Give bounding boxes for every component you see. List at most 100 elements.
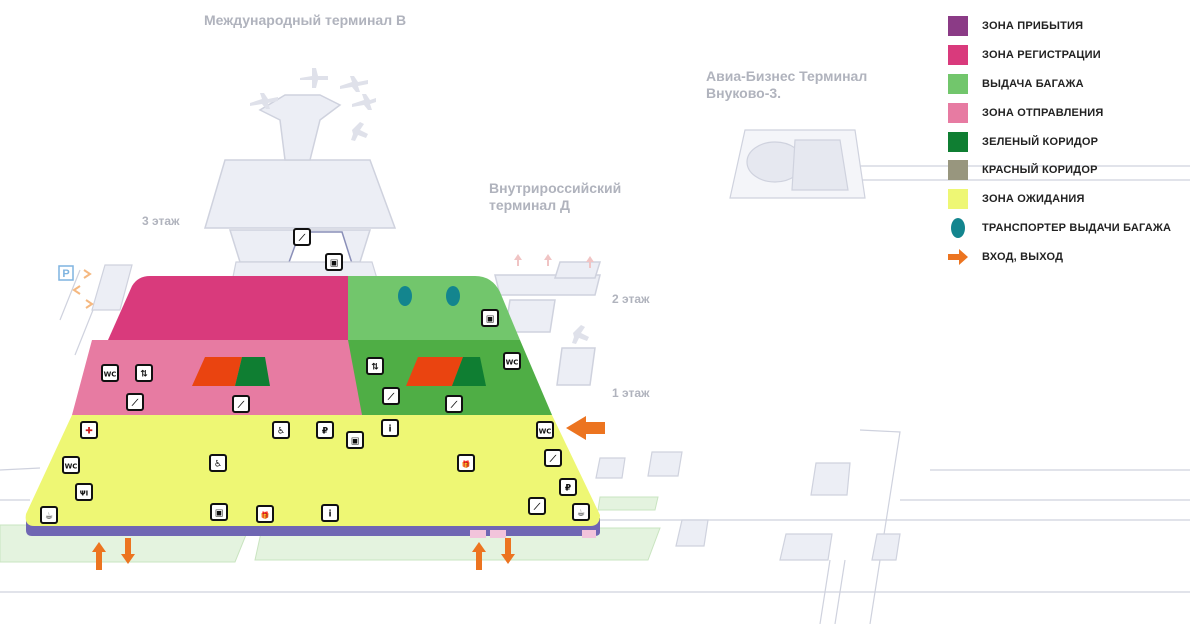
planes-gray-d	[572, 325, 589, 344]
mother-child-icon[interactable]: ♿	[272, 421, 290, 439]
svg-text:⟋: ⟋	[533, 502, 541, 513]
legend-item-waiting: ЗОНА ОЖИДАНИЯ	[948, 185, 1188, 214]
mother-child-icon[interactable]: ♿	[209, 454, 227, 472]
label-floor-1: 1 этаж	[612, 386, 650, 400]
escalator-icon[interactable]: ⟋	[445, 395, 463, 413]
svg-text:♿: ♿	[214, 460, 222, 470]
label-terminal-b: Международный терминал В	[204, 12, 407, 28]
escalator-icon[interactable]: ⟋	[544, 449, 562, 467]
svg-text:WC: WC	[65, 463, 78, 471]
planes-terminal-b	[250, 68, 376, 141]
parking-blocks	[595, 451, 901, 561]
business-terminal-building	[729, 129, 1190, 199]
baggage-storage-icon[interactable]: ▣	[325, 253, 343, 271]
svg-text:▣: ▣	[330, 259, 339, 269]
legend-swatch-green	[948, 131, 968, 152]
baggage-storage-icon[interactable]: ▣	[210, 503, 228, 521]
svg-text:⟋: ⟋	[387, 392, 395, 403]
svg-text:⟋: ⟋	[131, 398, 139, 409]
label-business-terminal: Авиа-Бизнес Терминал Внуково-3.	[706, 68, 868, 101]
svg-text:♿: ♿	[277, 427, 285, 437]
legend-label: ВХОД, ВЫХОД	[982, 250, 1064, 263]
legend-label: ЗОНА ПРИБЫТИЯ	[982, 20, 1084, 33]
atm-icon[interactable]: ₽	[559, 478, 577, 496]
zone-baggage[interactable]	[348, 276, 520, 340]
svg-text:⇅: ⇅	[371, 363, 379, 373]
customs-corridor-right[interactable]	[406, 357, 486, 386]
escalator-icon[interactable]: ⟋	[293, 228, 311, 246]
legend-label: ВЫДАЧА БАГАЖА	[982, 77, 1084, 90]
legend-label: КРАСНЫЙ КОРИДОР	[982, 164, 1098, 177]
legend-swatch-baggage	[948, 73, 968, 94]
customs-corridor-left[interactable]	[192, 357, 270, 386]
legend-swatch-waiting	[948, 189, 968, 210]
svg-text:▣: ▣	[351, 437, 360, 447]
escalator-icon[interactable]: ⟋	[528, 497, 546, 515]
svg-text:P: P	[62, 268, 69, 280]
svg-text:🎁: 🎁	[462, 460, 471, 469]
svg-text:⇅: ⇅	[140, 370, 148, 380]
wc-icon[interactable]: WC	[503, 352, 521, 370]
exit-arrow-2	[501, 538, 515, 564]
label-floor-3: 3 этаж	[142, 214, 180, 228]
legend-item-red: КРАСНЫЙ КОРИДОР	[948, 156, 1188, 185]
marker	[470, 530, 486, 538]
atm-icon[interactable]: ₽	[316, 421, 334, 439]
svg-text:ΨΙ: ΨΙ	[80, 490, 89, 498]
marker	[582, 530, 596, 538]
svg-text:₽: ₽	[322, 427, 328, 437]
gift-shop-icon[interactable]: 🎁	[457, 454, 475, 472]
legend-item-baggage: ВЫДАЧА БАГАЖА	[948, 70, 1188, 99]
legend-swatch-red	[948, 160, 968, 181]
escalator-icon[interactable]: ⟋	[126, 393, 144, 411]
terminal-d-building	[494, 261, 602, 386]
svg-text:WC: WC	[104, 371, 117, 379]
zone-checkin[interactable]	[108, 276, 348, 340]
elevator-icon[interactable]: ⇅	[366, 357, 384, 375]
zone-waiting[interactable]	[25, 415, 600, 526]
legend-swatch-carousel	[951, 217, 965, 238]
restaurant-icon[interactable]: ΨΙ	[75, 483, 93, 501]
svg-text:⟋: ⟋	[298, 233, 306, 244]
legend-item-carousel: ТРАНСПОРТЕР ВЫДАЧИ БАГАЖА	[948, 214, 1188, 243]
baggage-storage-icon[interactable]: ▣	[346, 431, 364, 449]
info-icon[interactable]: i	[321, 504, 339, 522]
svg-text:☕: ☕	[45, 512, 53, 522]
svg-text:⟋: ⟋	[237, 400, 245, 411]
elevator-icon[interactable]: ⇅	[135, 364, 153, 382]
escalator-icon[interactable]: ⟋	[382, 387, 400, 405]
legend-label: ТРАНСПОРТЕР ВЫДАЧИ БАГАЖА	[982, 221, 1172, 234]
legend-label: ЗОНА ОЖИДАНИЯ	[982, 193, 1085, 206]
entrance-arrow-1	[92, 542, 106, 570]
carousel-2[interactable]	[446, 286, 460, 306]
svg-text:⟋: ⟋	[450, 400, 458, 411]
svg-text:WC: WC	[539, 428, 552, 436]
wc-icon[interactable]: WC	[536, 421, 554, 439]
legend-swatch-arrival	[948, 16, 968, 37]
gift-shop-icon[interactable]: 🎁	[256, 505, 274, 523]
escalator-icon[interactable]: ⟋	[232, 395, 250, 413]
legend-item-arrival: ЗОНА ПРИБЫТИЯ	[948, 12, 1188, 41]
legend-arrow-icon	[948, 247, 968, 267]
wc-icon[interactable]: WC	[101, 364, 119, 382]
svg-text:i: i	[388, 425, 391, 435]
info-icon[interactable]: i	[381, 419, 399, 437]
exit-arrow-1	[121, 538, 135, 564]
carousel-1[interactable]	[398, 286, 412, 306]
legend-item-departure: ЗОНА ОТПРАВЛЕНИЯ	[948, 98, 1188, 127]
marker	[490, 530, 506, 538]
legend-swatch-checkin	[948, 45, 968, 66]
first-aid-icon[interactable]: ✚	[80, 421, 98, 439]
cafe-icon[interactable]: ☕	[572, 503, 590, 521]
legend-item-green: ЗЕЛЕНЫЙ КОРИДОР	[948, 127, 1188, 156]
legend-label: ЗЕЛЕНЫЙ КОРИДОР	[982, 135, 1099, 148]
legend-item-entrance: ВХОД, ВЫХОД	[948, 242, 1188, 271]
wc-icon[interactable]: WC	[62, 456, 80, 474]
cafe-icon[interactable]: ☕	[40, 506, 58, 524]
svg-text:₽: ₽	[565, 484, 571, 494]
planes-terminal-d	[514, 254, 594, 268]
baggage-storage-icon[interactable]: ▣	[481, 309, 499, 327]
svg-text:WC: WC	[506, 359, 519, 367]
svg-text:🎁: 🎁	[261, 511, 270, 520]
